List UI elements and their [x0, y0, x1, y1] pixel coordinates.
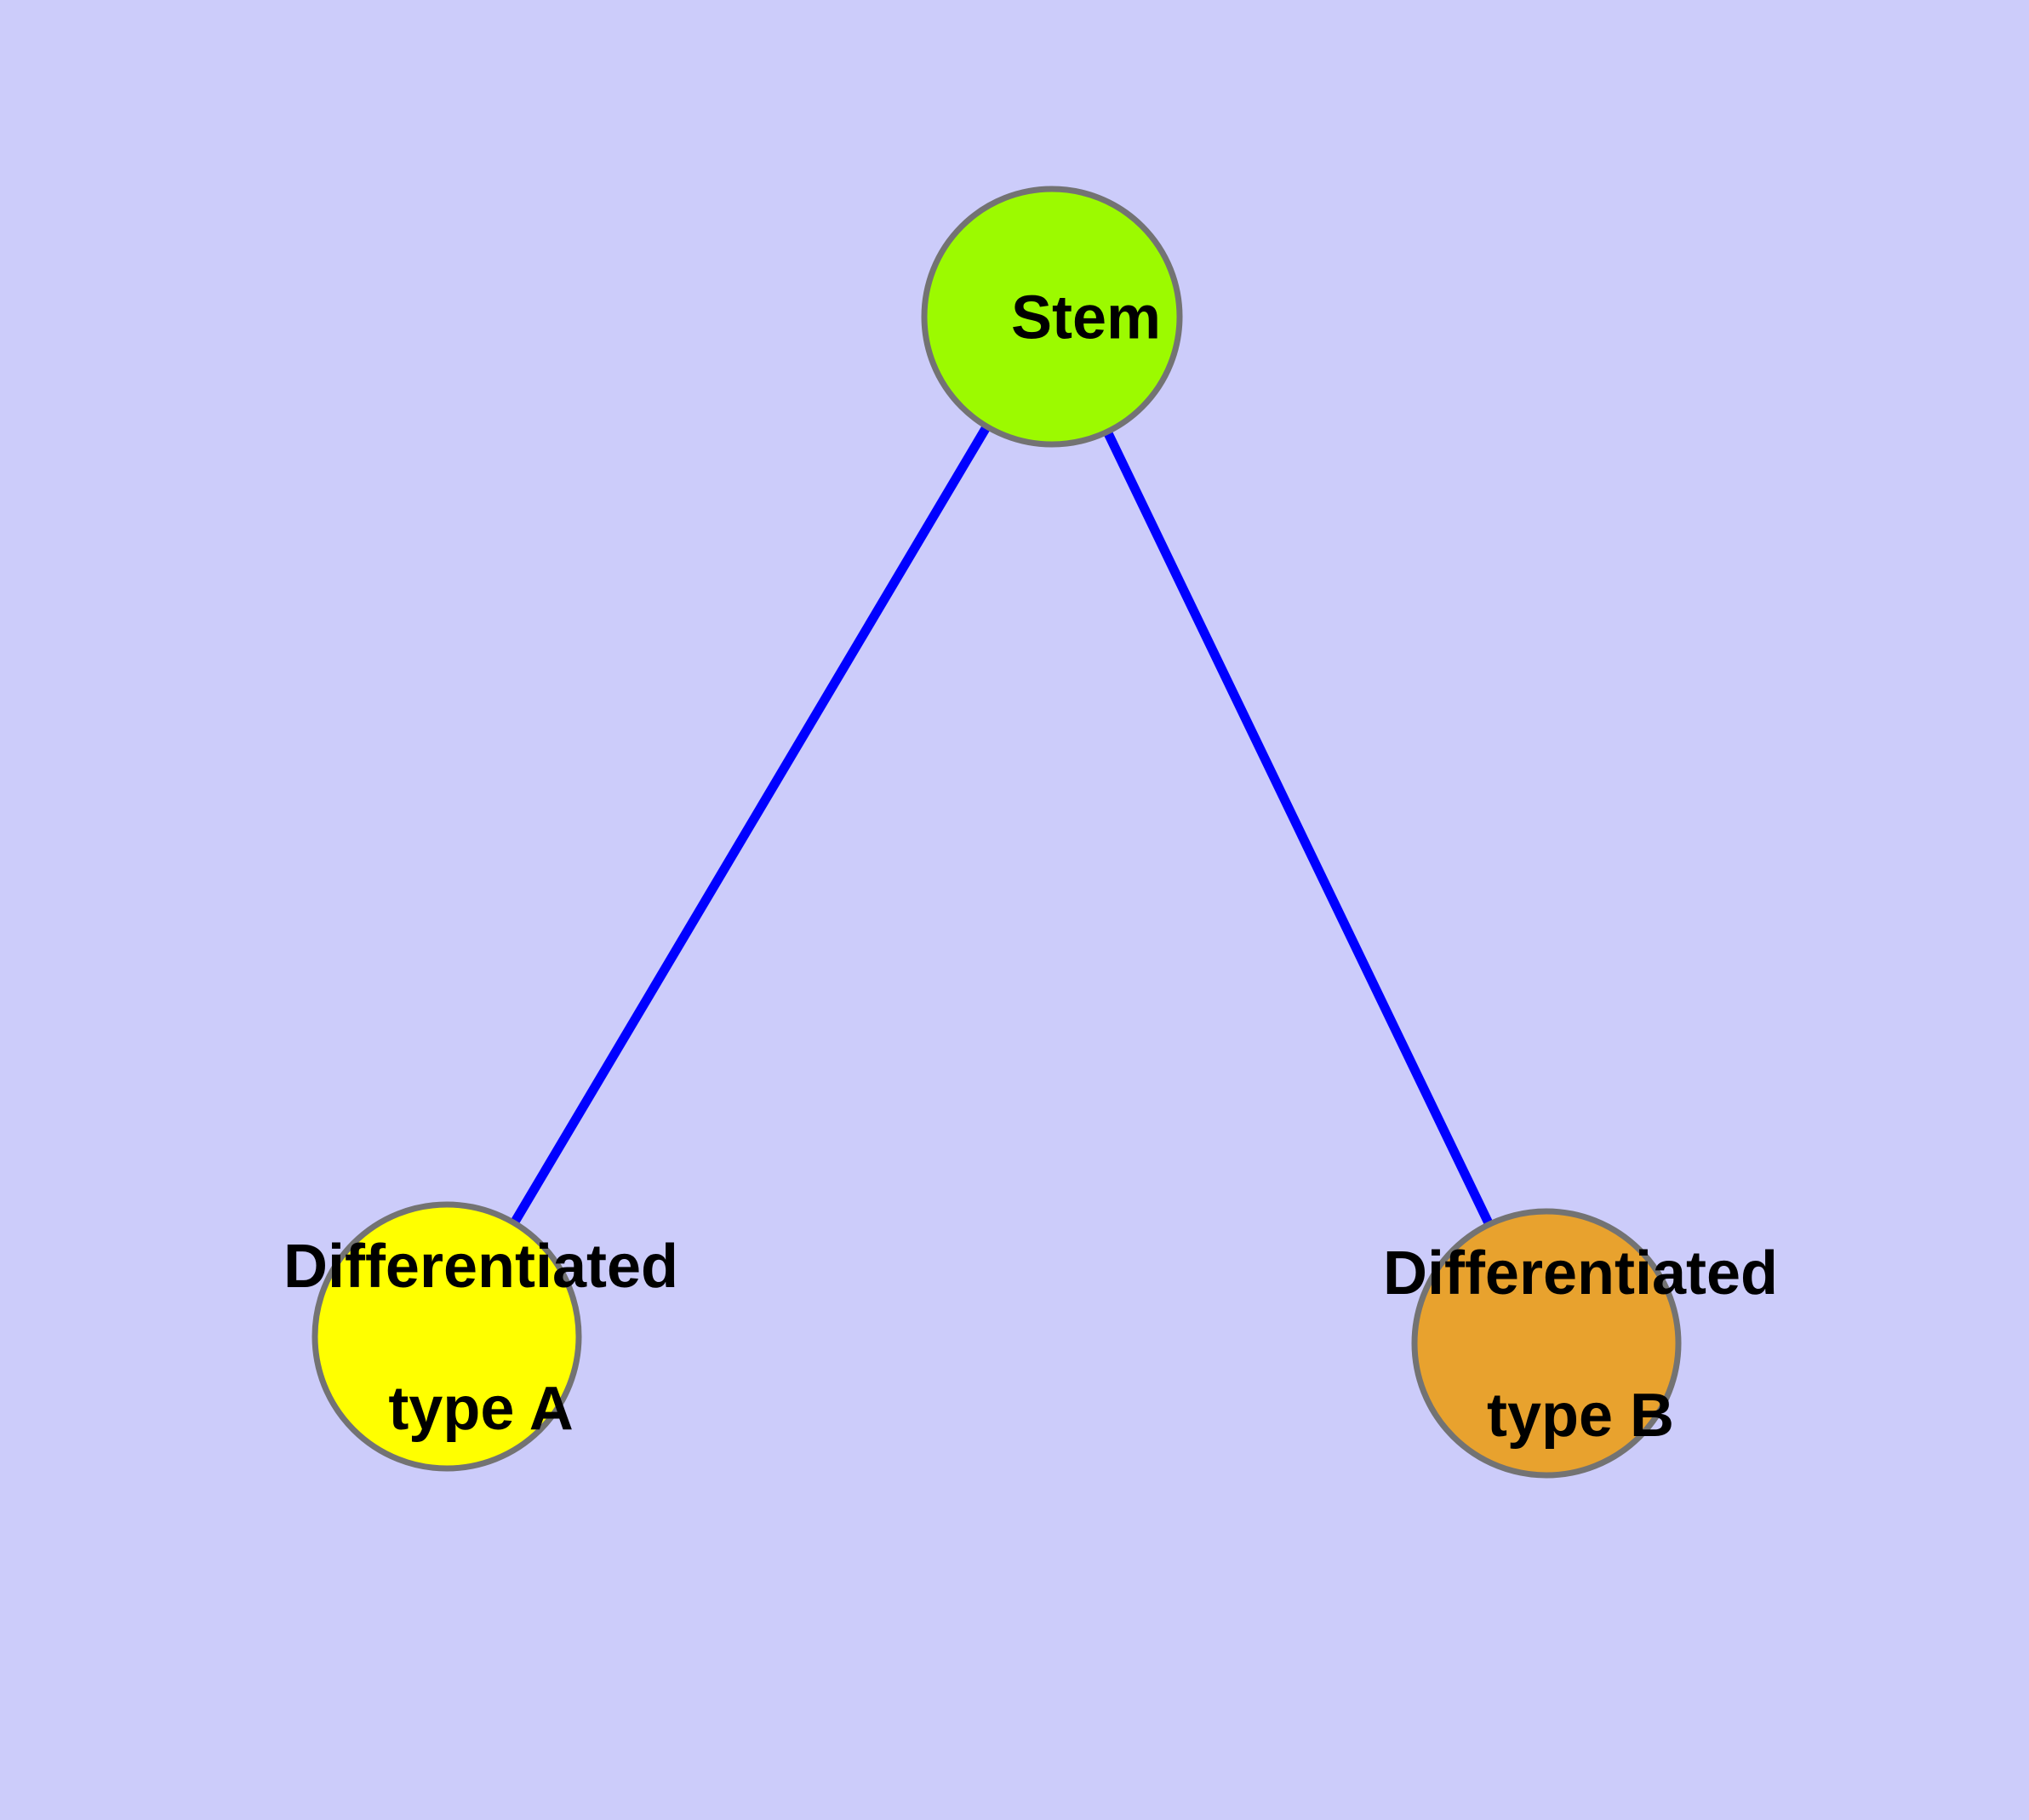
- node-layer: [311, 186, 1682, 1479]
- node-diff-b-circle[interactable]: [1411, 1208, 1682, 1479]
- node-diff-a-circle[interactable]: [311, 1201, 582, 1472]
- edge-stem-to-diff-a[interactable]: [443, 314, 1056, 1339]
- edge-stem-to-diff-b[interactable]: [1048, 314, 1551, 1346]
- edge-layer: [443, 314, 1551, 1346]
- node-stem-circle[interactable]: [921, 186, 1183, 448]
